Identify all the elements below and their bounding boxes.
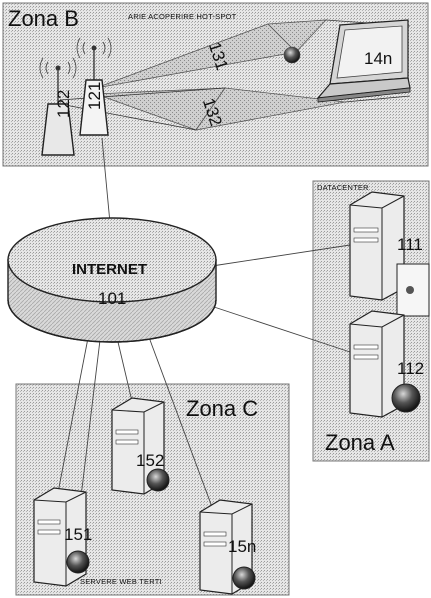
zone-b-title: Zona B	[8, 8, 79, 30]
zone-c-subtitle: SERVERE WEB TERTI	[80, 578, 162, 586]
zone-c-title: Zona C	[186, 398, 258, 420]
server-152-icon	[112, 398, 169, 494]
hotspot-node-icon	[284, 47, 300, 63]
internet-cloud-icon	[8, 218, 216, 342]
server-112-label: 112	[397, 360, 424, 377]
internet-number: 101	[98, 290, 126, 307]
internet-label: INTERNET	[72, 262, 147, 277]
terminal-14n-label: 14n	[364, 50, 392, 67]
zone-a-subtitle: DATACENTER	[317, 184, 369, 192]
zone-b-subtitle: ARIE ACOPERIRE HOT-SPOT	[128, 13, 236, 21]
antenna-121-label: 121	[86, 82, 103, 110]
antenna-122-label: 122	[55, 90, 72, 118]
server-151-label: 151	[64, 526, 92, 543]
zone-a-title: Zona A	[325, 432, 395, 454]
server-111-label: 111	[397, 236, 423, 253]
server-152-label: 152	[136, 452, 164, 469]
server-15n-label: 15n	[228, 538, 256, 555]
